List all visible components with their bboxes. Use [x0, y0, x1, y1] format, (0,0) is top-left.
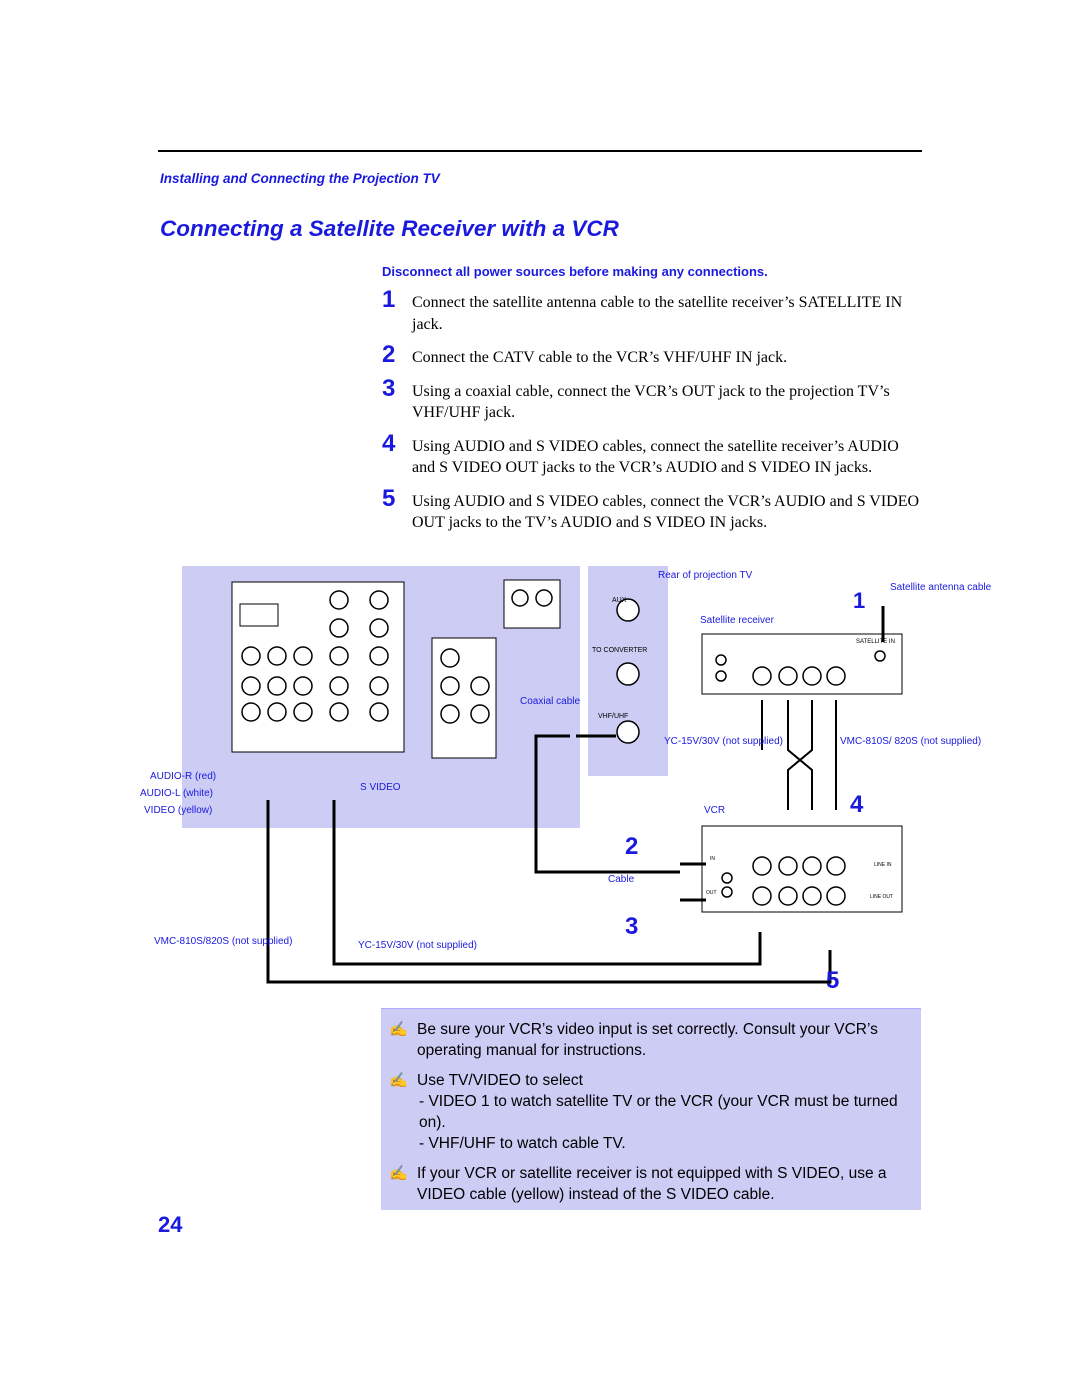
note-text: Be sure your VCR’s video input is set co…	[417, 1021, 878, 1059]
page-number: 24	[158, 1212, 183, 1237]
pencil-icon: ✍	[389, 1072, 408, 1089]
step-5: 5 Using AUDIO and S VIDEO cables, connect…	[382, 484, 922, 534]
page-title: Connecting a Satellite Receiver with a V…	[160, 216, 619, 241]
step-2: 2 Connect the CATV cable to the VCR’s VHF…	[382, 341, 922, 369]
diagram-step-5: 5	[826, 967, 839, 994]
satellite-antenna-label: Satellite antenna cable	[890, 582, 992, 593]
audio-r-label: AUDIO-R (red)	[150, 771, 216, 782]
notes-panel: ✍ Be sure your VCR’s video input is set …	[381, 1008, 921, 1210]
note-1: ✍ Be sure your VCR’s video input is set …	[387, 1019, 907, 1061]
to-converter-label: TO CONVERTER	[592, 647, 647, 654]
note-sub-item: - VHF/UHF to watch cable TV.	[419, 1135, 626, 1152]
header-rule	[158, 150, 922, 152]
tv-svideo-jacks	[239, 603, 279, 627]
satellite-receiver-label: Satellite receiver	[700, 615, 775, 626]
section-header: Installing and Connecting the Projection…	[160, 171, 440, 186]
line-out-label: LINE OUT	[870, 894, 893, 900]
cable-label: Cable	[608, 874, 635, 885]
vmc-right-label: VMC-810S/ 820S (not supplied)	[840, 736, 981, 747]
receiver-cables	[761, 700, 837, 810]
pencil-icon: ✍	[389, 1021, 408, 1038]
note-2: ✍ Use TV/VIDEO to select - VIDEO 1 to wa…	[387, 1070, 907, 1154]
tv-out-block	[431, 637, 497, 759]
satellite-receiver-box	[701, 633, 903, 695]
warning-text: Disconnect all power sources before maki…	[382, 264, 768, 279]
cables	[266, 734, 832, 984]
step-3: 3 Using a coaxial cable, connect the VCR’…	[382, 374, 922, 424]
steps-list: 1 Connect the satellite antenna cable to …	[382, 286, 922, 546]
connection-diagram: Rear of projection TV Satellite antenna …	[140, 566, 992, 994]
diagram-step-4: 4	[850, 791, 864, 818]
note-text: If your VCR or satellite receiver is not…	[417, 1165, 887, 1203]
vhf-uhf-label: VHF/UHF	[598, 713, 628, 720]
step-1: 1 Connect the satellite antenna cable to …	[382, 286, 922, 335]
step-text: Connect the CATV cable to the VCR’s VHF/…	[412, 349, 788, 366]
satellite-in-label: SATELLITE IN	[856, 639, 895, 645]
diagram-step-1: 1	[853, 588, 865, 613]
yc-left-label: YC-15V/30V (not supplied)	[358, 940, 477, 951]
yc-right-label: YC-15V/30V (not supplied)	[664, 736, 783, 747]
note-text: Use TV/VIDEO to select	[417, 1072, 583, 1089]
step-number: 3	[382, 374, 396, 402]
step-4: 4 Using AUDIO and S VIDEO cables, connect…	[382, 429, 922, 479]
note-sub-item: - VIDEO 1 to watch satellite TV or the V…	[419, 1093, 898, 1131]
step-number: 1	[382, 286, 396, 313]
rear-label: Rear of projection TV	[658, 570, 753, 581]
vmc-left-label: VMC-810S/820S (not supplied)	[154, 936, 292, 947]
diagram-step-3: 3	[625, 913, 638, 940]
control-s-block	[503, 579, 561, 629]
aux-label: AUX	[612, 597, 627, 604]
s-video-label: S VIDEO	[360, 782, 401, 793]
vcr-label: VCR	[704, 805, 725, 816]
receiver-jacks	[715, 650, 886, 686]
video-yellow-label: VIDEO (yellow)	[144, 805, 212, 816]
step-number: 2	[382, 341, 396, 368]
vcr-jacks	[721, 856, 846, 906]
step-text: Using AUDIO and S VIDEO cables, connect …	[412, 437, 899, 477]
vcr-in-label: IN	[710, 856, 715, 862]
coaxial-cable-label: Coaxial cable	[520, 696, 580, 707]
vcr-box	[701, 825, 903, 913]
audio-l-label: AUDIO-L (white)	[140, 788, 213, 799]
note-3: ✍ If your VCR or satellite receiver is n…	[387, 1163, 907, 1205]
tv-jacks	[241, 589, 640, 744]
step-number: 4	[382, 429, 396, 457]
step-number: 5	[382, 484, 396, 512]
step-text: Using a coaxial cable, connect the VCR’s…	[412, 382, 890, 422]
line-in-label: LINE IN	[874, 862, 892, 868]
vcr-out-label: OUT	[706, 890, 717, 896]
step-text: Using AUDIO and S VIDEO cables, connect …	[412, 492, 920, 532]
diagram-step-2: 2	[625, 833, 638, 860]
pencil-icon: ✍	[389, 1165, 408, 1182]
step-text: Connect the satellite antenna cable to t…	[412, 294, 903, 333]
